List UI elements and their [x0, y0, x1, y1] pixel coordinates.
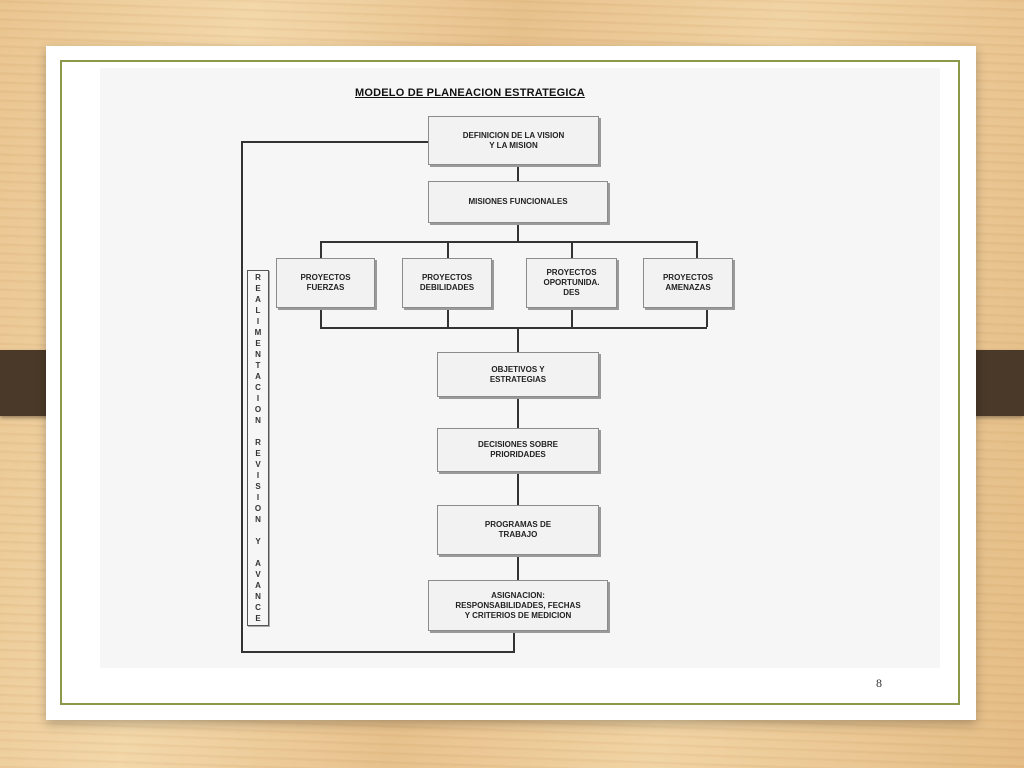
feedback-letter: O	[254, 504, 262, 513]
feedback-letter: A	[255, 372, 261, 381]
feedback-letter: I	[256, 471, 260, 480]
feedback-letter: N	[255, 592, 261, 601]
feedback-letter: M	[254, 328, 262, 337]
connector-programas-asignacion	[517, 555, 519, 580]
connector-misiones-bus	[517, 223, 519, 241]
connector-feedback-side	[241, 141, 243, 652]
connector-rise-amenazas	[706, 308, 708, 327]
connector-rise-debilidades	[447, 308, 449, 327]
feedback-letter: E	[255, 614, 261, 623]
feedback-letter: O	[254, 405, 262, 414]
box-proyectos-oportunidades: PROYECTOS OPORTUNIDA. DES	[526, 258, 617, 308]
feedback-letter: N	[255, 515, 261, 524]
feedback-letter: I	[256, 394, 260, 403]
box-misiones-funcionales: MISIONES FUNCIONALES	[428, 181, 608, 223]
diagram-title: MODELO DE PLANEACION ESTRATEGICA	[355, 87, 585, 99]
box-proyectos-amenazas: PROYECTOS AMENAZAS	[643, 258, 733, 308]
feedback-letter: C	[255, 603, 261, 612]
feedback-letter: R	[255, 273, 261, 282]
connector-top-bus	[320, 241, 697, 243]
connector-asignacion-down	[513, 631, 515, 652]
feedback-letter: V	[255, 460, 261, 469]
connector-feedback-bottom	[241, 651, 515, 653]
box-proyectos-debilidades: PROYECTOS DEBILIDADES	[402, 258, 492, 308]
connector-drop-debilidades	[447, 241, 449, 258]
feedback-letter: A	[255, 295, 261, 304]
feedback-letter: E	[255, 449, 261, 458]
page-number: 8	[876, 676, 882, 690]
feedback-letter: V	[255, 570, 261, 579]
feedback-letter: S	[255, 482, 261, 491]
feedback-letter: E	[255, 339, 261, 348]
feedback-letter: C	[255, 383, 261, 392]
feedback-letter: A	[255, 581, 261, 590]
feedback-letter: L	[255, 306, 261, 315]
slide-frame	[60, 60, 960, 705]
box-programas-trabajo: PROGRAMAS DE TRABAJO	[437, 505, 599, 555]
box-asignacion: ASIGNACION: RESPONSABILIDADES, FECHAS Y …	[428, 580, 608, 631]
feedback-letter: N	[255, 416, 261, 425]
feedback-letter	[257, 548, 259, 557]
connector-rise-fuerzas	[320, 308, 322, 327]
connector-objetivos-decisiones	[517, 397, 519, 428]
box-decisiones-prioridades: DECISIONES SOBRE PRIORIDADES	[437, 428, 599, 472]
feedback-letter: Y	[255, 537, 261, 546]
connector-drop-fuerzas	[320, 241, 322, 258]
feedback-letter: R	[255, 438, 261, 447]
connector-feedback-top	[241, 141, 428, 143]
feedback-letter: I	[256, 493, 260, 502]
connector-rise-oportunidades	[571, 308, 573, 327]
box-proyectos-fuerzas: PROYECTOS FUERZAS	[276, 258, 375, 308]
feedback-letter	[257, 526, 259, 535]
feedback-letter	[257, 427, 259, 436]
connector-drop-amenazas	[696, 241, 698, 258]
box-objetivos-estrategias: OBJETIVOS Y ESTRATEGIAS	[437, 352, 599, 397]
connector-bottom-bus	[320, 327, 707, 329]
feedback-letter: A	[255, 559, 261, 568]
connector-bus-objetivos	[517, 327, 519, 352]
connector-vision-misiones	[517, 165, 519, 181]
connector-drop-oportunidades	[571, 241, 573, 258]
box-vision-mision: DEFINICION DE LA VISION Y LA MISION	[428, 116, 599, 165]
connector-decisiones-programas	[517, 472, 519, 505]
feedback-letter: E	[255, 284, 261, 293]
feedback-letter: N	[255, 350, 261, 359]
feedback-letter: T	[255, 361, 261, 370]
feedback-letter: I	[256, 317, 260, 326]
